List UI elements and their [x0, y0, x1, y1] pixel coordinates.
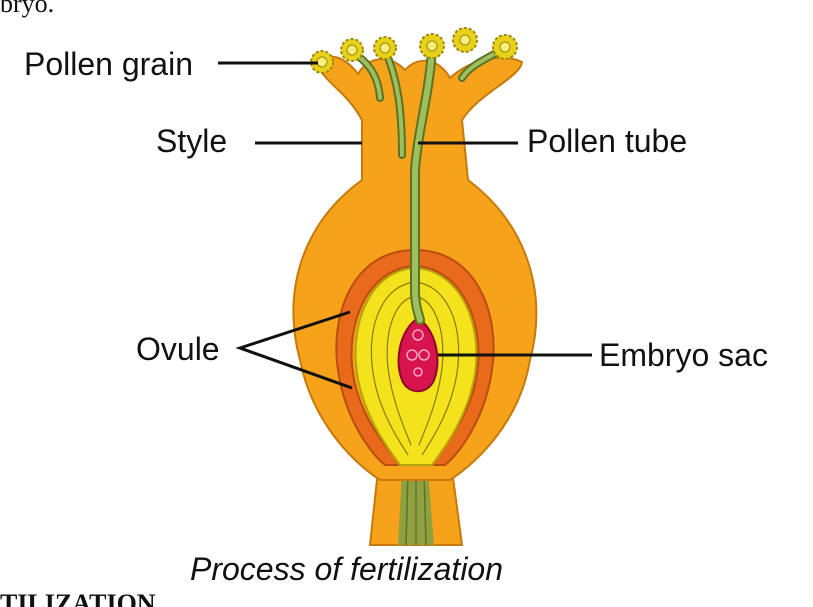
pollen-tube-label: Pollen tube	[527, 123, 687, 159]
pollen-grain-2	[340, 38, 364, 62]
bottom-text-fragment: TILIZATION	[0, 589, 156, 607]
style-label: Style	[156, 123, 227, 159]
ovule-label: Ovule	[136, 331, 220, 367]
pollen-grain-5	[452, 27, 478, 53]
embryo-sac	[397, 316, 439, 393]
leader-lines	[218, 61, 592, 390]
pistil-stalk	[368, 469, 464, 546]
pollen-grain-4	[419, 33, 445, 59]
figure-caption: Process of fertilization	[190, 551, 503, 587]
pollen-grain-label: Pollen grain	[24, 46, 193, 82]
pollen-grain-3	[373, 36, 397, 60]
ovule-integument-lines	[370, 281, 460, 456]
top-text-fragment: bryo.	[0, 0, 54, 18]
embryo-sac-label: Embryo sac	[599, 337, 768, 373]
pollen-grain-6	[492, 34, 518, 60]
ovule-leader	[235, 310, 353, 390]
pollen-grains	[310, 27, 518, 74]
